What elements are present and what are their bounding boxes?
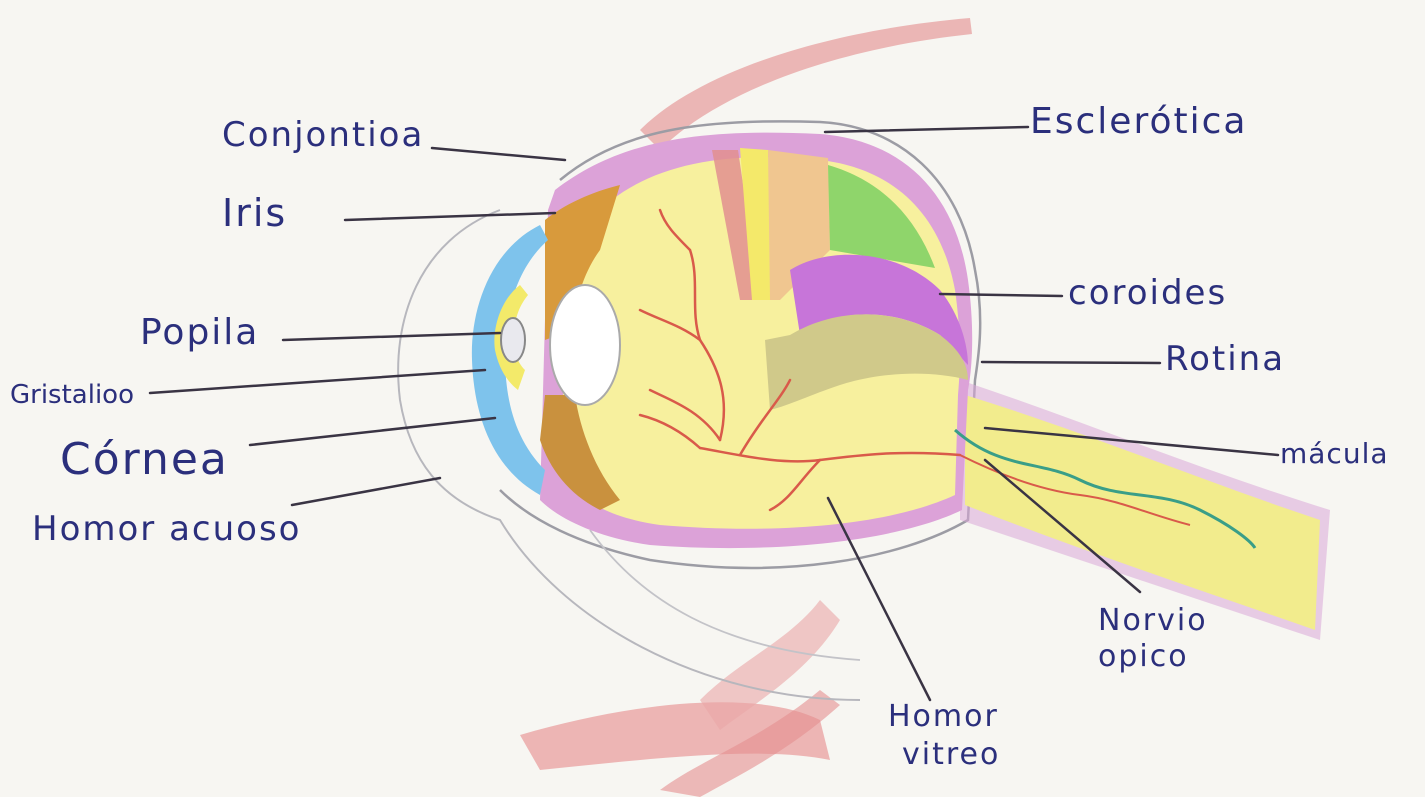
label-conjuntiva: Conjontioa [222, 118, 424, 152]
label-nervio-optico: Norvio opico [1098, 606, 1208, 672]
pointer-cornea [250, 418, 495, 445]
label-cornea: Córnea [60, 438, 229, 482]
pointer-pupila [283, 333, 500, 340]
label-retina: Rotina [1165, 342, 1285, 376]
label-nervio-optico-line1: Norvio [1098, 606, 1208, 636]
label-humor-vitreo-line1: Homor [888, 702, 1000, 732]
pointer-conjuntiva [432, 148, 565, 160]
label-coroides: coroides [1068, 276, 1227, 310]
pointer-retina [982, 362, 1160, 363]
label-pupila: Popila [140, 315, 259, 351]
lens [550, 285, 620, 405]
label-humor-vitreo: Homor vitreo [888, 702, 1000, 770]
pointer-humor-acuoso [292, 478, 440, 505]
label-iris: Iris [222, 194, 287, 232]
label-cristalino: Gristalioo [10, 382, 134, 408]
label-macula: mácula [1280, 440, 1389, 468]
pointer-iris [345, 213, 555, 220]
label-humor-vitreo-line2: vitreo [902, 740, 1000, 770]
label-esclerotica: Esclerótica [1030, 104, 1247, 140]
label-nervio-optico-line2: opico [1098, 642, 1208, 672]
pointer-cristalino [150, 370, 485, 393]
label-humor-acuoso: Homor acuoso [32, 512, 301, 546]
pupil [501, 318, 525, 362]
